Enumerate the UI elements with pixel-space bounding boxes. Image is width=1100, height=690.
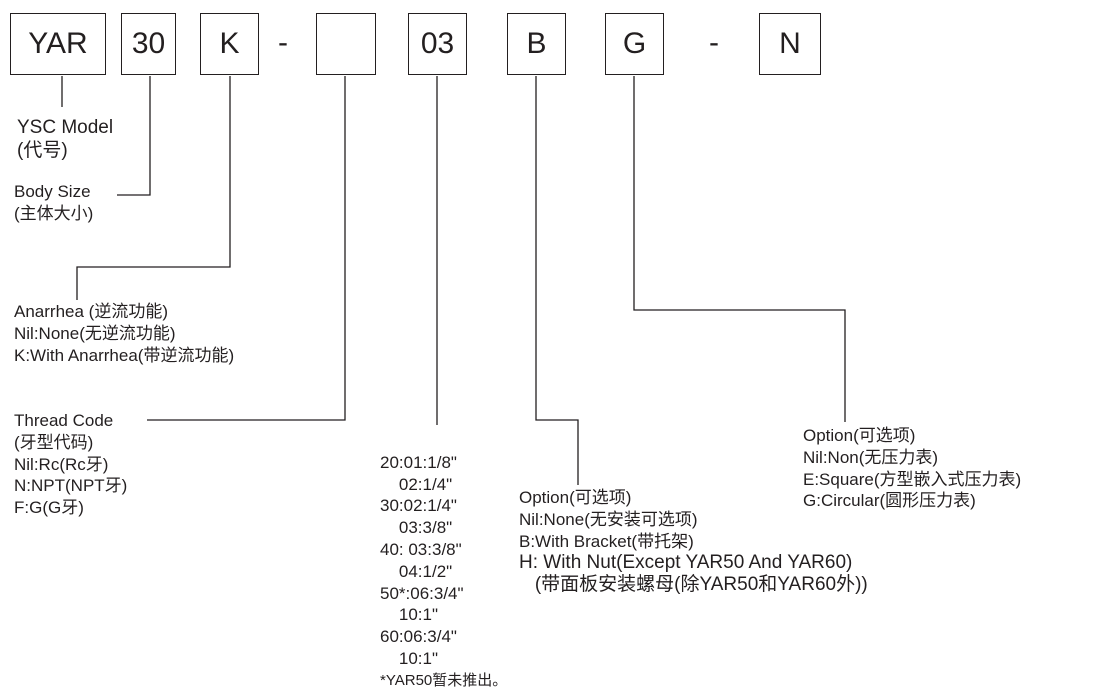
code-box-suffix: N xyxy=(759,13,821,75)
code-box-bracket-option: B xyxy=(507,13,566,75)
gauge-option-label: Option(可选项)Nil:Non(无压力表)E:Square(方型嵌入式压力… xyxy=(803,426,1022,511)
code-box-gauge-option: G xyxy=(605,13,664,75)
anarrhea-label: Anarrhea (逆流功能)Nil:None(无逆流功能)K:With Ana… xyxy=(14,302,235,365)
thread-code-label: Thread Code(牙型代码)Nil:Rc(Rc牙)N:NPT(NPT牙)F… xyxy=(14,411,128,518)
bracket-option-label: Option(可选项)Nil:None(无安装可选项)B:With Bracke… xyxy=(519,488,868,596)
code-box-thread xyxy=(316,13,376,75)
separator: - xyxy=(278,26,288,59)
code-box-port-size: 03 xyxy=(408,13,467,75)
body-size-label: Body Size(主体大小) xyxy=(14,182,94,223)
code-box-body-size: 30 xyxy=(121,13,176,75)
separator: - xyxy=(709,26,719,59)
port-size-label: 20:01:1/8" 02:1/4"30:02:1/4" 03:3/8"40: … xyxy=(380,452,508,689)
code-box-model: YAR xyxy=(10,13,106,75)
model-label: YSC Model(代号) xyxy=(17,117,114,161)
code-box-anarrhea: K xyxy=(200,13,259,75)
